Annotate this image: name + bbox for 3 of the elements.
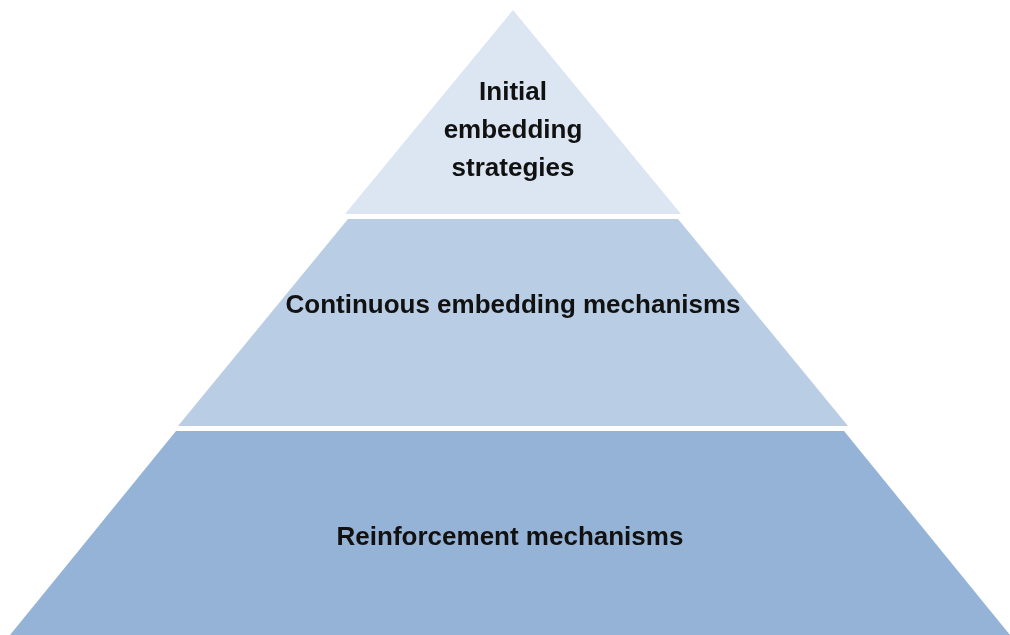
tier-label: Reinforcement mechanisms	[335, 520, 685, 553]
tier-label: Continuous embedding mechanisms	[284, 288, 742, 321]
tier-label: Initial embedding strategies	[442, 75, 584, 184]
